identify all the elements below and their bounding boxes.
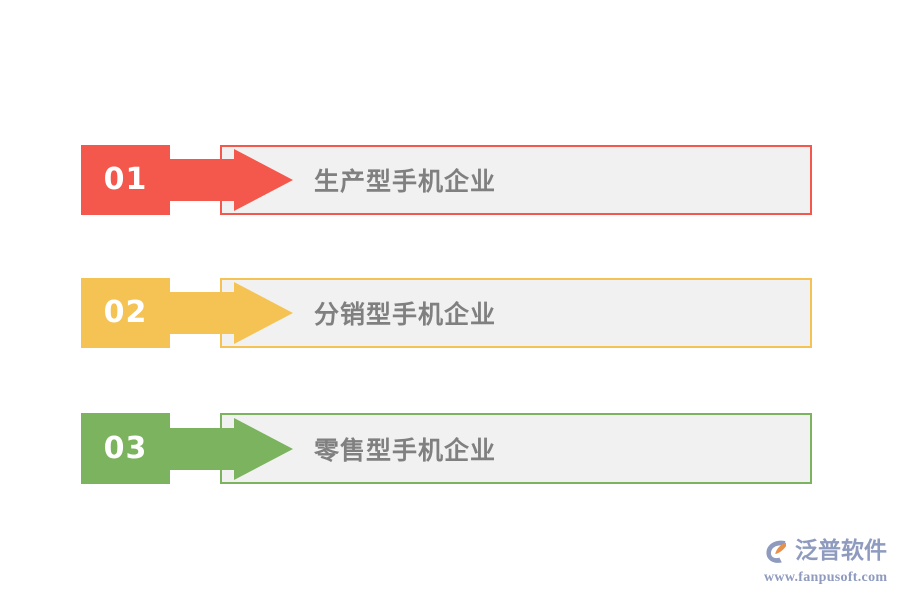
step-number: 01: [103, 162, 148, 197]
step-number: 03: [103, 430, 148, 466]
content-panel: 零售型手机企业: [220, 413, 812, 484]
arrow-shaft: [168, 159, 234, 201]
arrow-head-icon: [234, 149, 293, 211]
fanpu-swoosh-logo-icon: [766, 540, 786, 563]
step-number-badge: 03: [81, 413, 170, 484]
watermark: 泛普软件 www.fanpusoft.com: [762, 534, 894, 590]
step-number-badge: 02: [81, 278, 170, 348]
watermark-brand-row: 泛普软件: [762, 534, 887, 568]
item-label: 分销型手机企业: [314, 300, 497, 329]
step-number: 02: [103, 295, 148, 330]
item-label: 零售型手机企业: [314, 435, 497, 465]
watermark-url: www.fanpusoft.com: [764, 570, 888, 585]
arrow-shaft: [168, 427, 234, 470]
watermark-brand-name: 泛普软件: [795, 537, 887, 564]
content-panel: 分销型手机企业: [220, 278, 812, 348]
arrow-head-icon: [234, 417, 293, 480]
arrow-shaft: [168, 292, 234, 334]
step-number-badge: 01: [81, 145, 170, 215]
item-label: 生产型手机企业: [314, 167, 497, 196]
arrow-head-icon: [234, 282, 293, 344]
content-panel: 生产型手机企业: [220, 145, 812, 215]
